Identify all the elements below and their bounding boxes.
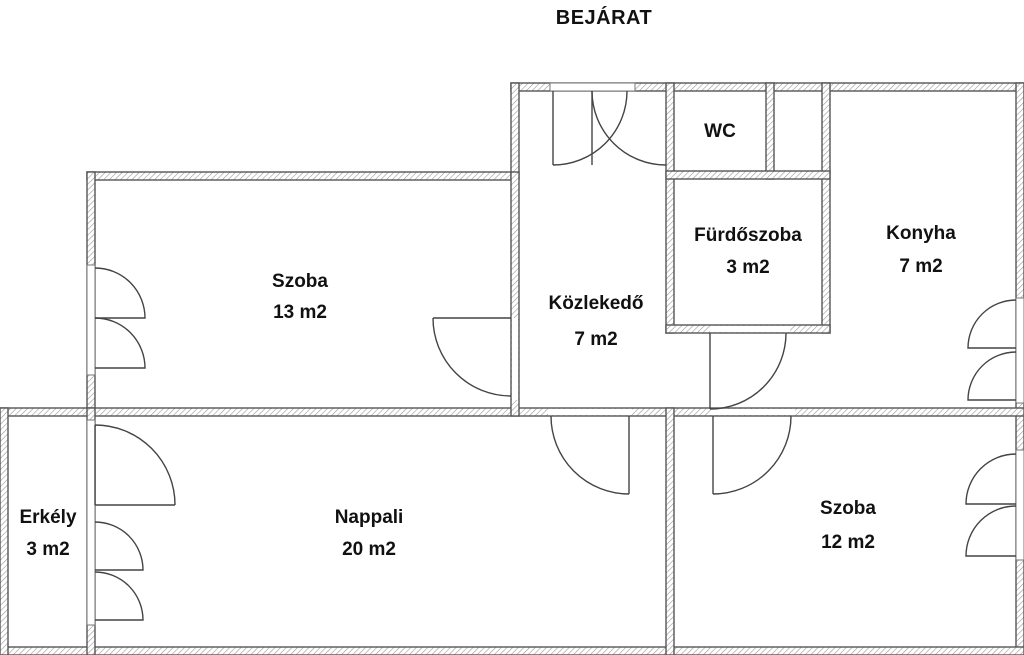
room-area: 7 m2	[574, 329, 617, 350]
door-openings	[512, 318, 795, 415]
szoba-bottom-door	[712, 415, 792, 495]
room-kozlekedo: Közlekedő 7 m2	[548, 293, 643, 350]
room-name: Szoba	[272, 271, 328, 292]
room-area: 20 m2	[342, 539, 396, 560]
room-name: Szoba	[820, 498, 876, 519]
room-area: 13 m2	[273, 302, 327, 323]
room-area: 7 m2	[899, 256, 942, 277]
nappali-door	[550, 415, 630, 495]
room-wc: WC	[704, 121, 736, 142]
room-area: 12 m2	[821, 532, 875, 553]
room-area: 3 m2	[26, 539, 69, 560]
doors	[94, 90, 792, 506]
room-area: 3 m2	[726, 257, 769, 278]
room-name: Konyha	[886, 223, 956, 244]
room-name: Közlekedő	[548, 293, 643, 314]
room-szoba-top: Szoba 13 m2	[272, 271, 328, 323]
room-name: Fürdőszoba	[694, 225, 802, 246]
room-konyha: Konyha 7 m2	[886, 223, 956, 277]
konyha-door	[709, 332, 787, 410]
room-furdoszoba: Fürdőszoba 3 m2	[694, 225, 802, 278]
entrance-door	[552, 90, 667, 166]
balcony-door	[94, 424, 176, 506]
room-name: Nappali	[335, 507, 404, 528]
room-name: Erkély	[19, 507, 76, 528]
room-szoba-bottom: Szoba 12 m2	[820, 498, 876, 553]
window-sashes	[94, 267, 1017, 621]
room-nappali: Nappali 20 m2	[335, 507, 404, 560]
room-erkely: Erkély 3 m2	[19, 507, 76, 560]
szoba-top-door	[432, 317, 512, 397]
room-name: WC	[704, 121, 736, 142]
entrance-label: BEJÁRAT	[556, 6, 652, 29]
